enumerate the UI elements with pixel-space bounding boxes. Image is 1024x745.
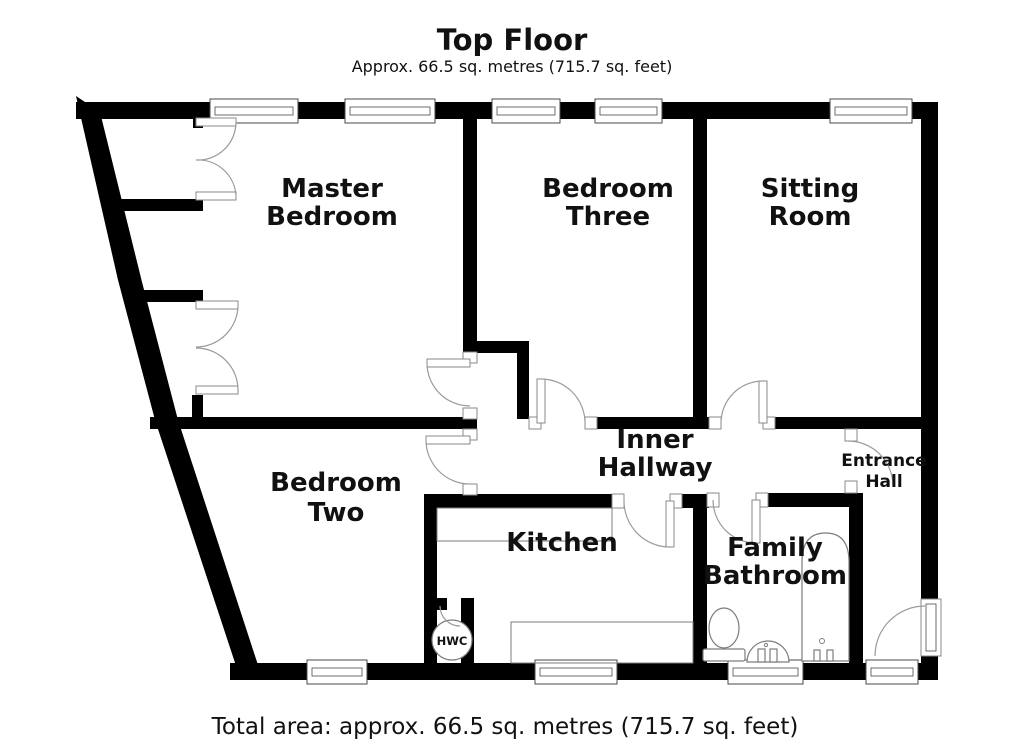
window-bed2: [306, 659, 368, 685]
wall-bathroom-right: [849, 493, 863, 663]
door-master-bedroom: [426, 358, 471, 407]
hinge: [708, 416, 722, 430]
svg-text:Entrance: Entrance: [841, 451, 926, 471]
door-front-entrance: [874, 598, 942, 657]
text-layer: Top Floor Approx. 66.5 sq. metres (715.7…: [211, 23, 927, 740]
wall-bed3-sitting: [693, 119, 707, 419]
svg-text:Sitting: Sitting: [761, 174, 860, 204]
room-label-family-bathroom: Family Bathroom: [703, 533, 847, 591]
wall-hwc-top-stub: [437, 598, 447, 610]
wall-closet3-top: [125, 290, 203, 302]
wall-kitchen-bathroom: [693, 494, 707, 663]
door-kitchen: [623, 500, 675, 548]
room-label-sitting-room: Sitting Room: [761, 174, 860, 232]
door-bedroom-two: [425, 435, 471, 485]
toilet: [702, 607, 746, 662]
wall-bathroom-top: [768, 493, 863, 507]
door-sitting-room: [720, 380, 768, 424]
svg-text:Hallway: Hallway: [598, 453, 713, 483]
wall-master-bed3: [463, 119, 477, 352]
door-hwc-cupboard: [439, 605, 461, 627]
window-bathroom: [727, 659, 804, 685]
svg-text:Hall: Hall: [865, 472, 902, 492]
wall-master-bed2: [150, 417, 477, 429]
window-master-2: [344, 98, 436, 124]
door-closet-top: [195, 117, 237, 201]
door-closet-lower: [195, 300, 239, 395]
svg-text:Bedroom: Bedroom: [270, 468, 402, 498]
window-entrance: [865, 659, 919, 685]
room-label-inner-hallway: Inner Hallway: [598, 425, 713, 483]
bathtub: [801, 532, 850, 662]
hinge: [844, 480, 858, 494]
wall-closet3-stub: [192, 395, 203, 419]
room-label-bedroom-two: Bedroom Two: [270, 468, 402, 528]
page-title: Top Floor: [437, 23, 588, 57]
hot-water-cylinder: [431, 619, 473, 661]
window-bed3-2: [594, 98, 663, 124]
doors: [195, 117, 942, 657]
page-subtitle: Approx. 66.5 sq. metres (715.7 sq. feet): [352, 57, 673, 76]
sink: [746, 640, 790, 663]
wall-closet1-bottom: [108, 199, 203, 211]
windows: [209, 98, 919, 685]
svg-text:Kitchen: Kitchen: [506, 528, 618, 558]
kitchen-counter-top: [436, 507, 613, 542]
wall-diagonal-left: [76, 96, 258, 678]
svg-text:Inner: Inner: [616, 425, 693, 455]
svg-text:Two: Two: [308, 498, 365, 528]
window-sitting: [829, 98, 913, 124]
hinge: [584, 416, 598, 430]
room-label-master-bedroom: Master Bedroom: [266, 174, 398, 232]
svg-text:Three: Three: [566, 202, 650, 232]
svg-text:Master: Master: [281, 174, 383, 204]
wall-jog-vertical: [517, 353, 529, 419]
room-label-bedroom-three: Bedroom Three: [542, 174, 674, 232]
door-bedroom-three: [536, 378, 586, 424]
hinge: [462, 483, 478, 496]
hinge: [462, 407, 478, 420]
wall-hallway-north-1: [597, 417, 709, 429]
room-label-kitchen: Kitchen: [506, 528, 618, 558]
svg-text:Bedroom: Bedroom: [542, 174, 674, 204]
fixtures: [431, 507, 850, 664]
window-bed3-1: [491, 98, 561, 124]
svg-text:Bedroom: Bedroom: [266, 202, 398, 232]
hinge: [611, 493, 625, 509]
window-kitchen: [534, 659, 618, 685]
hwc-label: HWC: [437, 634, 468, 648]
wall-jog-horizontal: [477, 341, 529, 353]
total-area-text: Total area: approx. 66.5 sq. metres (715…: [211, 714, 799, 740]
hinge: [844, 428, 858, 442]
svg-text:Room: Room: [769, 202, 852, 232]
wall-right-upper: [921, 102, 938, 600]
wall-kitchen-top: [424, 494, 612, 508]
wall-hallway-north-2: [775, 417, 921, 429]
room-label-entrance-hall: Entrance Hall: [841, 451, 926, 492]
kitchen-counter-bottom: [510, 621, 694, 664]
svg-text:Bathroom: Bathroom: [703, 561, 847, 591]
wall-kitchen-left: [424, 494, 437, 663]
door-entrance-hall-inner: [847, 440, 894, 487]
svg-text:Family: Family: [727, 533, 823, 563]
door-bathroom: [712, 499, 761, 544]
